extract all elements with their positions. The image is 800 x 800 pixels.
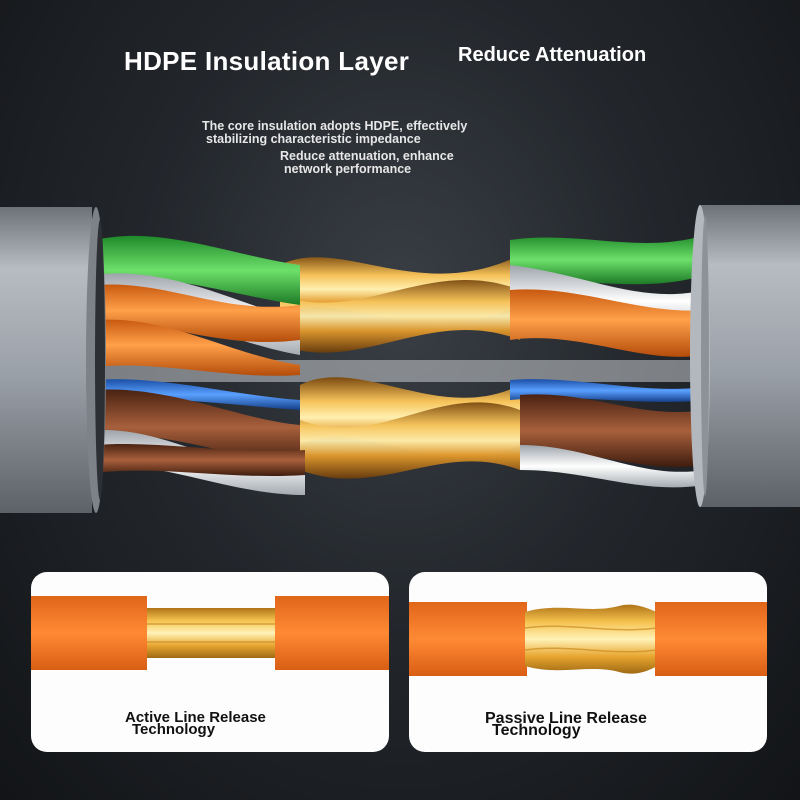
caption-line: Passive Line Release bbox=[485, 710, 647, 727]
card-active-line-release: Active Line Release Technology bbox=[31, 572, 389, 752]
copper-core-icon bbox=[280, 255, 520, 479]
passive-release-wire-icon bbox=[409, 602, 767, 676]
description-hdpe: The core insulation adopts HDPE, effecti… bbox=[202, 120, 467, 146]
right-wire-pairs-icon bbox=[510, 235, 705, 488]
description-attenuation: Reduce attenuation, enhance network perf… bbox=[280, 150, 454, 176]
left-cable-sheath-icon bbox=[0, 207, 106, 513]
card-passive-line-release: Passive Line Release Technology bbox=[409, 572, 767, 752]
description-line: The core insulation adopts HDPE, effecti… bbox=[202, 119, 468, 133]
left-wire-pairs-icon bbox=[95, 235, 305, 495]
description-line: stabilizing characteristic impedance bbox=[206, 132, 421, 146]
caption-line: Technology bbox=[492, 722, 581, 739]
page-title: HDPE Insulation Layer bbox=[124, 46, 410, 76]
caption-line: Active Line Release bbox=[125, 709, 266, 726]
card-caption: Passive Line Release Technology bbox=[485, 710, 647, 739]
card-caption: Active Line Release Technology bbox=[125, 709, 266, 738]
active-release-wire-icon bbox=[31, 596, 389, 670]
description-line: Reduce attenuation, enhance bbox=[280, 149, 454, 163]
description-line: network performance bbox=[284, 162, 412, 176]
caption-line: Technology bbox=[132, 721, 216, 738]
right-cable-sheath-icon bbox=[690, 205, 800, 507]
cable-illustration bbox=[0, 205, 800, 513]
page-subtitle: Reduce Attenuation bbox=[458, 44, 647, 66]
